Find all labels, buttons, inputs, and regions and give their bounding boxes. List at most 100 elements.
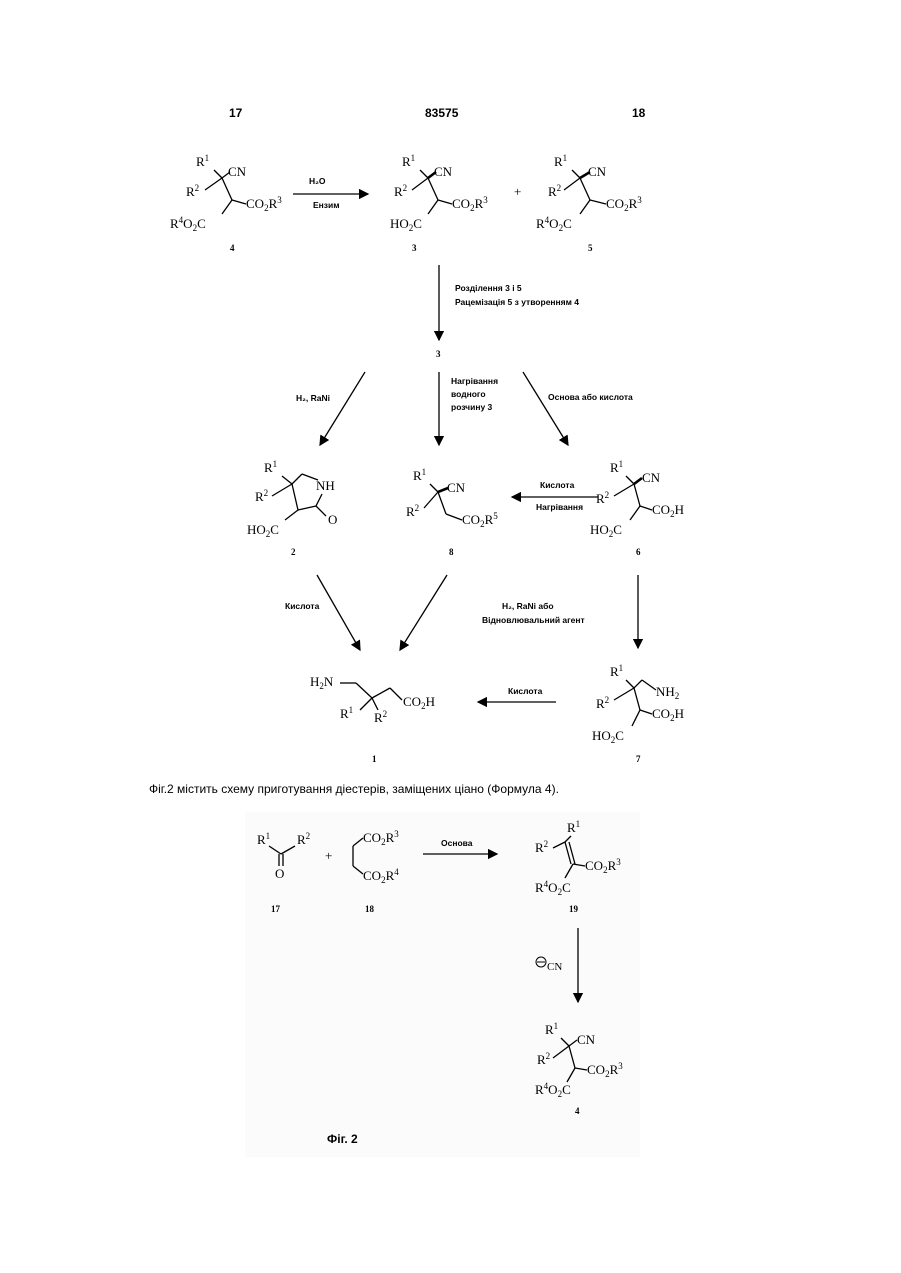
- compound-5-structure: R1 CN R2 CO2R3 R4O2C: [536, 153, 642, 233]
- solution-label: розчину 3: [451, 402, 493, 412]
- compound-number: 4: [230, 243, 235, 253]
- compound-number: 18: [365, 904, 375, 914]
- svg-text:CO2H: CO2H: [403, 694, 435, 711]
- plus-sign: +: [514, 184, 521, 199]
- svg-text:R1: R1: [413, 467, 426, 483]
- svg-text:CN: CN: [447, 480, 466, 495]
- svg-text:R2: R2: [374, 709, 387, 725]
- step-separation: Розділення 3 і 5: [455, 283, 522, 293]
- svg-text:NH: NH: [316, 478, 335, 493]
- svg-text:R4O2C: R4O2C: [535, 879, 571, 897]
- compound-6-structure: R1 CN R2 CO2H HO2C: [590, 459, 684, 539]
- svg-text:CN: CN: [434, 164, 453, 179]
- compound-17-structure: R1 R2 O: [257, 831, 310, 881]
- svg-text:HO2C: HO2C: [592, 728, 624, 745]
- svg-text:R2: R2: [537, 1051, 550, 1067]
- scheme-1-diagram: R1 CN R2 CO2R3 R4O2C 4 H₂O Ензим R1 CN R…: [0, 0, 901, 780]
- svg-text:CO2R3: CO2R3: [587, 1061, 623, 1079]
- step-racemization: Рацемізація 5 з утворенням 4: [455, 297, 579, 307]
- compound-number: 17: [271, 904, 281, 914]
- reagent-h2-rani-or: H₂, RaNi або: [502, 601, 554, 611]
- reaction-arrow: [400, 575, 447, 650]
- svg-text:R4O2C: R4O2C: [170, 215, 206, 233]
- svg-text:R2: R2: [186, 183, 199, 199]
- compound-number: 2: [291, 547, 296, 557]
- acid-label: Кислота: [540, 480, 575, 490]
- figure-2-label: Фіг. 2: [327, 1132, 358, 1146]
- compound-4-structure: R1 CN R2 CO2R3 R4O2C: [170, 153, 282, 233]
- compound-number: 3: [412, 243, 417, 253]
- compound-number: 3: [436, 349, 441, 359]
- svg-text:HO2C: HO2C: [247, 522, 279, 539]
- svg-text:CO2R4: CO2R4: [363, 867, 399, 885]
- acid-label: Кислота: [508, 686, 543, 696]
- compound-19-structure: R1 R2 CO2R3 R4O2C: [535, 819, 621, 897]
- svg-text:O: O: [328, 512, 337, 527]
- svg-text:CO2R3: CO2R3: [246, 195, 282, 213]
- svg-text:R4O2C: R4O2C: [536, 215, 572, 233]
- compound-number: 19: [569, 904, 579, 914]
- svg-text:O: O: [275, 866, 284, 881]
- svg-text:R1: R1: [402, 153, 415, 169]
- reducing-agent-label: Відновлювальний агент: [482, 615, 585, 625]
- svg-text:R2: R2: [535, 839, 548, 855]
- svg-text:R2: R2: [394, 183, 407, 199]
- svg-text:HO2C: HO2C: [590, 522, 622, 539]
- svg-text:CO2R5: CO2R5: [462, 511, 498, 529]
- svg-text:CO2R3: CO2R3: [363, 829, 399, 847]
- svg-text:R2: R2: [406, 503, 419, 519]
- svg-text:R1: R1: [567, 819, 580, 835]
- compound-4-structure: R1 CN R2 CO2R3 R4O2C: [535, 1021, 623, 1099]
- svg-text:CN: CN: [577, 1032, 596, 1047]
- svg-text:CN: CN: [588, 164, 607, 179]
- reaction-arrow: [320, 372, 365, 445]
- compound-number: 1: [372, 754, 377, 764]
- svg-text:HO2C: HO2C: [390, 216, 422, 233]
- svg-text:R1: R1: [257, 831, 270, 847]
- figure-caption: Фіг.2 містить схему приготування діестер…: [149, 782, 559, 796]
- svg-text:R2: R2: [548, 183, 561, 199]
- acid-label: Кислота: [285, 601, 320, 611]
- reagent-water: H₂O: [309, 176, 326, 186]
- base-or-acid-label: Основа або кислота: [548, 392, 633, 402]
- compound-number: 8: [449, 547, 454, 557]
- compound-number: 4: [575, 1106, 580, 1116]
- svg-text:R1: R1: [340, 705, 353, 721]
- svg-text:R1: R1: [196, 153, 209, 169]
- svg-text:CO2R3: CO2R3: [585, 857, 621, 875]
- reaction-arrow: [317, 575, 360, 650]
- heating-label: Нагрівання: [451, 376, 498, 386]
- compound-2-structure: R1 R2 NH O HO2C: [247, 459, 337, 539]
- svg-text:CO2H: CO2H: [652, 502, 684, 519]
- compound-number: 6: [636, 547, 641, 557]
- svg-text:R1: R1: [554, 153, 567, 169]
- svg-text:R2: R2: [297, 831, 310, 847]
- compound-1-structure: H2N R1 R2 CO2H: [310, 674, 435, 725]
- compound-number: 7: [636, 754, 641, 764]
- svg-text:R4O2C: R4O2C: [535, 1081, 571, 1099]
- heating-label: Нагрівання: [536, 502, 583, 512]
- compound-number: 5: [588, 243, 593, 253]
- svg-text:CN: CN: [228, 164, 247, 179]
- scheme-2-diagram: R1 R2 O 17 + CO2R3 CO2R4 18 Основа R1 R2…: [245, 812, 640, 1157]
- svg-text:R2: R2: [255, 488, 268, 504]
- svg-text:R1: R1: [610, 459, 623, 475]
- reaction-arrow: [523, 372, 568, 445]
- plus-sign: +: [325, 848, 332, 863]
- svg-text:NH2: NH2: [656, 684, 679, 701]
- compound-18-structure: CO2R3 CO2R4: [353, 829, 399, 885]
- svg-text:CO2R3: CO2R3: [606, 195, 642, 213]
- svg-text:R1: R1: [264, 459, 277, 475]
- aqueous-label: водного: [451, 389, 486, 399]
- compound-3-structure: R1 CN R2 CO2R3 HO2C: [390, 153, 488, 233]
- reagent-enzyme: Ензим: [313, 200, 340, 210]
- svg-text:H2N: H2N: [310, 674, 334, 691]
- svg-text:R1: R1: [545, 1021, 558, 1037]
- svg-text:CO2R3: CO2R3: [452, 195, 488, 213]
- svg-text:CN: CN: [547, 961, 562, 973]
- svg-text:R2: R2: [596, 695, 609, 711]
- reagent-base: Основа: [441, 838, 473, 848]
- cyanide-anion-reagent: CN: [536, 957, 562, 973]
- svg-text:R1: R1: [610, 663, 623, 679]
- reagent-h2-rani: H₂, RaNi: [296, 393, 330, 403]
